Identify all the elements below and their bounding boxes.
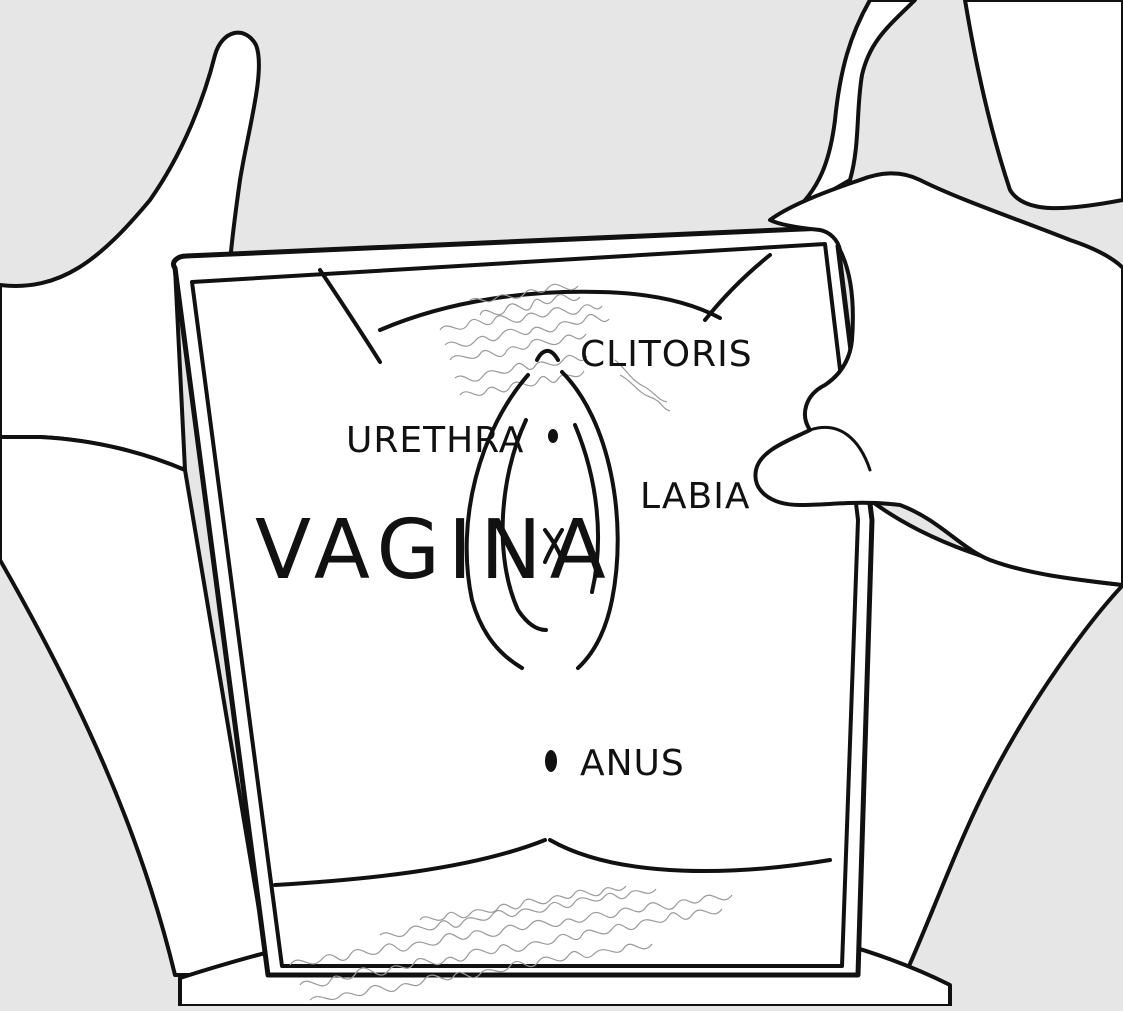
anus-opening [545,750,557,772]
label-vagina: VAGINA [255,503,614,598]
label-anus: ANUS [580,743,685,784]
mirror-inner-edge [192,244,858,966]
urethra-opening [548,429,558,443]
label-urethra: URETHRA [346,420,524,461]
label-clitoris: CLITORIS [580,334,753,375]
label-labia: LABIA [640,476,750,517]
